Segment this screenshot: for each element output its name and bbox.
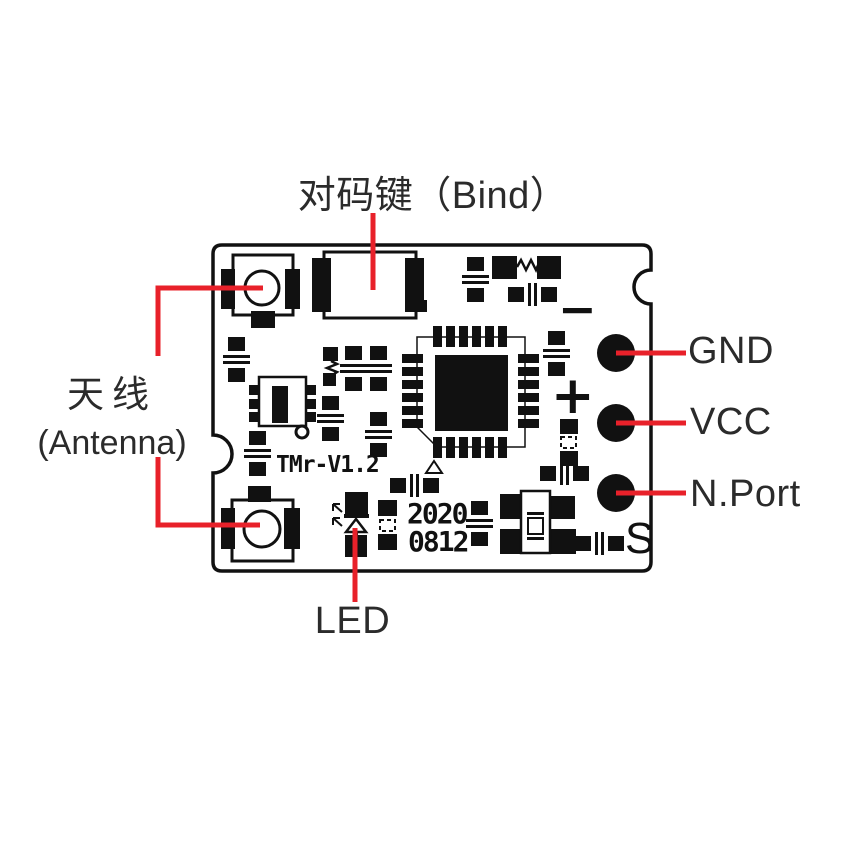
led-pad-top [345,492,368,515]
bind-button-label: 对码键（Bind） [297,175,569,217]
leader-line-antenna-bottom [155,457,260,528]
antenna-label: 天线 (Antenna) [8,364,216,463]
nport-pin-label: N.Port [690,473,801,515]
silkscreen-date-line1: 2020 [407,497,468,530]
antenna-label-zh: 天线 [67,374,157,415]
leader-line-antenna-top [155,285,263,356]
polarity-minus-symbol: − [558,282,597,336]
antenna-label-en: (Antenna) [37,424,187,462]
resistor-zigzag-h [515,257,541,273]
silkscreen-date-line2: 0812 [408,525,469,558]
resistor-zigzag-v [323,359,341,378]
pin1-triangle-marker [424,459,444,474]
bind-button [322,250,418,320]
gnd-pin-label: GND [688,330,774,372]
silkscreen-signal-s: S [625,514,655,563]
led-arrow-1 [332,503,343,513]
silkscreen-model-text: TMr-V1.2 [276,452,380,478]
small-ic-dot-marker [294,424,310,440]
led-label: LED [314,600,391,642]
crystal-symbol [527,517,544,535]
board-outline [211,243,653,573]
main-ic-body [435,355,508,431]
polarity-plus-symbol: + [551,366,595,426]
vcc-pin-label: VCC [690,401,772,443]
led-arrow-2 [332,517,343,527]
antenna-connector-bottom-barrel [242,509,282,549]
